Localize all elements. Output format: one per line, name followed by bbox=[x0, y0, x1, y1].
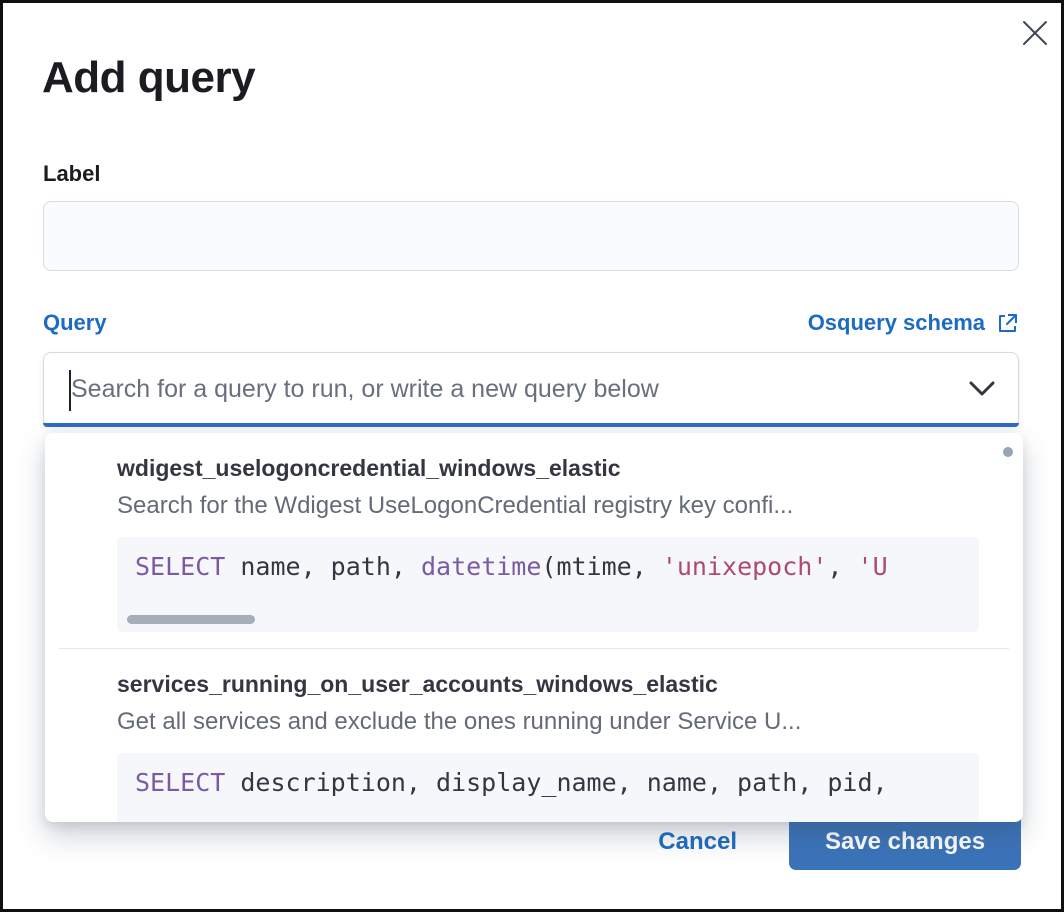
query-field-header: Query Osquery schema bbox=[43, 310, 1019, 336]
code-token-plain: (mtime, bbox=[541, 552, 662, 581]
option-code-block: SELECT description, display_name, name, … bbox=[117, 753, 979, 822]
chevron-down-icon bbox=[969, 381, 995, 396]
close-icon bbox=[1023, 21, 1047, 45]
osquery-schema-link-label: Osquery schema bbox=[807, 310, 985, 335]
option-divider bbox=[59, 648, 1009, 649]
query-option[interactable]: services_running_on_user_accounts_window… bbox=[45, 649, 1023, 822]
modal-title: Add query bbox=[42, 53, 256, 102]
horizontal-scrollbar-thumb[interactable] bbox=[127, 615, 255, 624]
vertical-scrollbar-thumb[interactable] bbox=[1003, 447, 1013, 457]
option-code: SELECT name, path, datetime(mtime, 'unix… bbox=[135, 552, 888, 581]
code-token-plain: name, path, bbox=[225, 552, 421, 581]
query-option[interactable]: wdigest_uselogoncredential_windows_elast… bbox=[45, 433, 1023, 648]
external-link-icon bbox=[999, 314, 1017, 332]
option-code: SELECT description, display_name, name, … bbox=[135, 768, 888, 797]
code-token-keyword: datetime bbox=[420, 552, 542, 581]
query-field-label: Query bbox=[43, 310, 107, 335]
code-token-plain: description, display_name, name, path, p… bbox=[225, 768, 888, 797]
code-token-keyword: SELECT bbox=[135, 768, 226, 797]
option-title: services_running_on_user_accounts_window… bbox=[117, 671, 718, 697]
label-field-label: Label bbox=[43, 161, 101, 186]
modal-footer: Cancel Save changes bbox=[658, 813, 1021, 870]
query-options-dropdown: wdigest_uselogoncredential_windows_elast… bbox=[45, 433, 1023, 822]
option-code-block: SELECT name, path, datetime(mtime, 'unix… bbox=[117, 537, 979, 632]
option-description: Search for the Wdigest UseLogonCredentia… bbox=[117, 492, 794, 519]
code-token-string: 'U bbox=[857, 552, 888, 581]
query-options-list: wdigest_uselogoncredential_windows_elast… bbox=[45, 433, 1023, 822]
combobox-toggle-button[interactable] bbox=[966, 379, 998, 401]
close-button[interactable] bbox=[1017, 15, 1053, 51]
code-token-string: 'unixepoch' bbox=[661, 552, 828, 581]
option-title: wdigest_uselogoncredential_windows_elast… bbox=[117, 455, 621, 481]
query-combobox[interactable] bbox=[43, 352, 1019, 427]
label-input[interactable] bbox=[43, 201, 1019, 271]
save-changes-button[interactable]: Save changes bbox=[789, 813, 1021, 870]
query-search-input[interactable] bbox=[44, 353, 944, 426]
cancel-button[interactable]: Cancel bbox=[658, 827, 737, 855]
osquery-schema-link[interactable]: Osquery schema bbox=[808, 310, 1019, 336]
code-token-plain: , bbox=[827, 552, 858, 581]
option-description: Get all services and exclude the ones ru… bbox=[117, 708, 802, 735]
code-token-keyword: SELECT bbox=[135, 552, 226, 581]
